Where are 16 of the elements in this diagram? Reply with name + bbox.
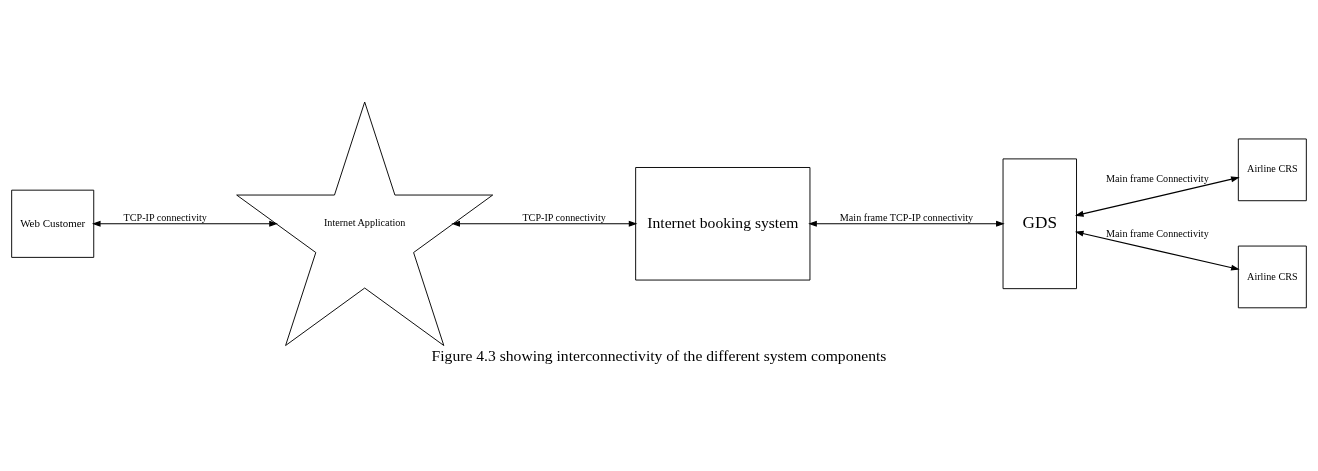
edge-label: Main frame Connectivity xyxy=(1106,228,1209,240)
arrow xyxy=(808,220,1005,227)
node-box: Internet booking system xyxy=(635,167,811,281)
caption: Figure 4.3 showing interconnectivity of the different system components xyxy=(431,347,887,365)
arrow xyxy=(1074,230,1240,271)
node-box: Airline CRS xyxy=(1237,245,1307,309)
arrow xyxy=(1074,176,1240,217)
arrow xyxy=(451,220,638,227)
node-box: Airline CRS xyxy=(1237,138,1307,202)
edge-label: Main frame Connectivity xyxy=(1106,172,1209,184)
edge-label: Main frame TCP-IP connectivity xyxy=(839,211,974,223)
edge-label: TCP-IP connectivity xyxy=(522,211,606,223)
node-box: Web Customer xyxy=(11,189,95,258)
node-box: GDS xyxy=(1002,158,1077,290)
arrow xyxy=(91,220,278,227)
edge-label: TCP-IP connectivity xyxy=(123,211,207,223)
